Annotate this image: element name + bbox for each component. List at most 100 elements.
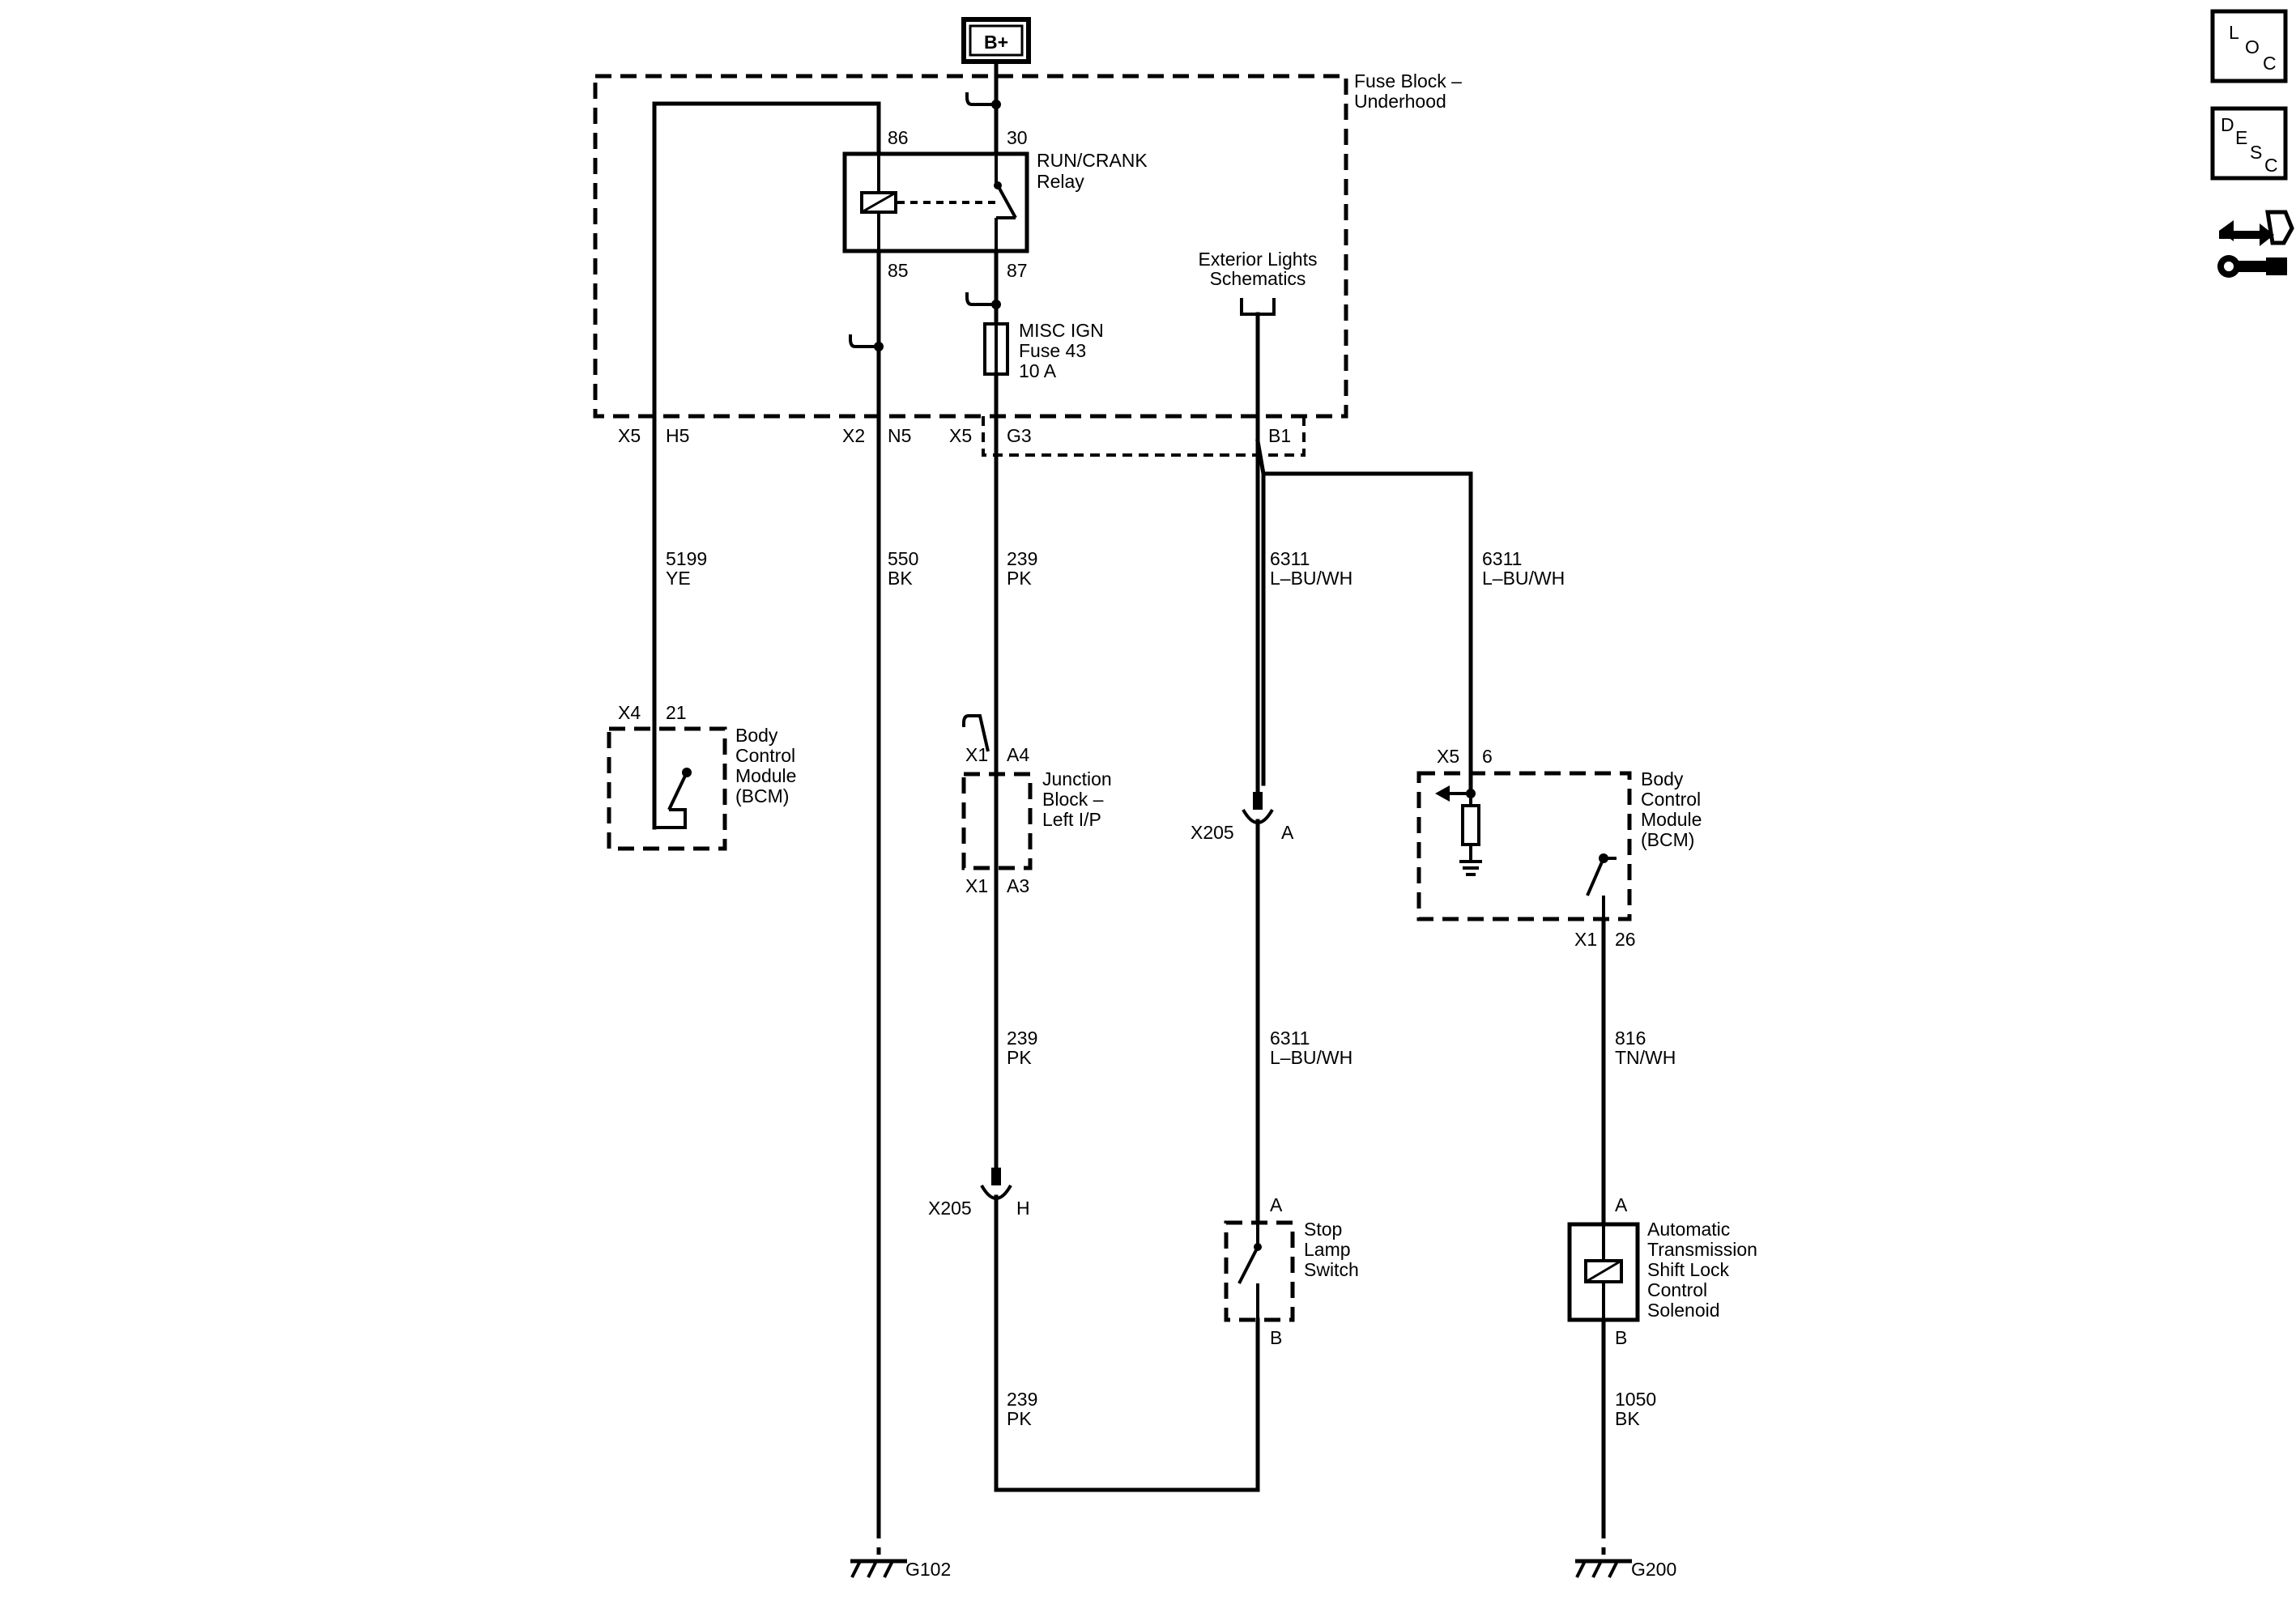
bcm-right-top-pin: 6: [1482, 746, 1493, 767]
solenoid-pin-a: A: [1615, 1194, 1628, 1215]
solenoid-coil-icon: [1584, 1224, 1623, 1320]
fuse-block-title-2: Underhood: [1354, 91, 1446, 112]
solenoid-name-4: Control: [1647, 1279, 1707, 1300]
relay-pin-30: 30: [1007, 127, 1028, 148]
bcm-right-outline: [1416, 771, 1632, 921]
fuse-block-outline: [593, 74, 1348, 419]
conn-x5-h5-conn: X5: [618, 425, 641, 446]
stop-lamp-pin-a: A: [1270, 1194, 1283, 1215]
fuse-block-title-1: Fuse Block –: [1354, 70, 1462, 91]
battery-positive-terminal: B+: [961, 17, 1031, 64]
x205-h-conn: X205: [928, 1198, 972, 1219]
inline-connector-x205-a-icon: [1242, 792, 1274, 824]
junction-name-2: Block –: [1042, 789, 1104, 810]
stop-lamp-name-3: Switch: [1304, 1259, 1359, 1280]
stop-lamp-switch-icon: [1237, 1223, 1262, 1320]
stop-lamp-name-1: Stop: [1304, 1219, 1342, 1240]
bcm-left-name-3: Module: [735, 765, 796, 786]
bcm-right-top-conn: X5: [1437, 746, 1459, 767]
fuse-line-1: MISC IGN: [1019, 320, 1104, 341]
bcm-left-name-4: (BCM): [735, 785, 789, 806]
relay-pin-86: 86: [888, 127, 909, 148]
svg-text:L: L: [2229, 22, 2239, 43]
relay-pin-85: 85: [888, 260, 909, 281]
wire-6311-left-top-color: L–BU/WH: [1270, 568, 1352, 589]
fuse-line-3: 10 A: [1019, 360, 1057, 381]
relay-name-1: RUN/CRANK: [1037, 150, 1148, 171]
bcm-right-switch-icon: [1586, 853, 1617, 919]
bcm-right-input-icon: [1435, 785, 1480, 862]
wire-6311-left-top-circuit: 6311: [1270, 548, 1310, 569]
bcm-left-pin: 21: [666, 702, 687, 723]
stop-lamp-name-2: Lamp: [1304, 1239, 1351, 1260]
fuse-line-2: Fuse 43: [1019, 340, 1086, 361]
chassis-ground-icon: [1575, 1559, 1632, 1578]
repair-procedure-icon[interactable]: [2217, 210, 2294, 278]
wire-6311-right-circuit: 6311: [1482, 548, 1522, 569]
chassis-ground-icon: [850, 1559, 907, 1578]
bcm-right-name-4: (BCM): [1641, 829, 1694, 850]
wire-6311-right-color: L–BU/WH: [1482, 568, 1565, 589]
power-label: B+: [984, 32, 1008, 53]
ground-g102: G102: [905, 1559, 951, 1580]
branch-hook-icon: [962, 714, 990, 752]
bcm-right-bottom-pin: 26: [1615, 929, 1636, 950]
fuse-block-connector-lip: [982, 416, 1306, 457]
branch-hook-icon: [965, 92, 1001, 109]
exterior-lights-ref-2: Schematics: [1210, 268, 1306, 289]
wire-816-color: TN/WH: [1615, 1047, 1676, 1068]
bcm-right-name-3: Module: [1641, 809, 1702, 830]
solenoid-name-3: Shift Lock: [1647, 1259, 1729, 1280]
svg-text:E: E: [2235, 127, 2247, 148]
relay-pin-87: 87: [1007, 260, 1028, 281]
svg-text:D: D: [2221, 114, 2234, 135]
ground-icon: [1459, 860, 1482, 876]
x205-a-conn: X205: [1191, 822, 1234, 843]
wire-239-top-circuit: 239: [1007, 548, 1037, 569]
stop-lamp-pin-b: B: [1270, 1327, 1282, 1348]
wire-816-circuit: 816: [1615, 1028, 1646, 1049]
bcm-right-name-2: Control: [1641, 789, 1701, 810]
bcm-left-switch-icon: [654, 768, 692, 829]
relay-name-2: Relay: [1037, 171, 1084, 192]
solenoid-name-5: Solenoid: [1647, 1300, 1720, 1321]
junction-name-3: Left I/P: [1042, 809, 1101, 830]
svg-text:C: C: [2264, 155, 2278, 176]
conn-x5-g3-pin: G3: [1007, 425, 1032, 446]
description-icon[interactable]: D E S C: [2210, 106, 2288, 181]
wire-550-color: BK: [888, 568, 913, 589]
wire-1050-circuit: 1050: [1615, 1389, 1656, 1410]
wire-1050-color: BK: [1615, 1408, 1640, 1429]
exterior-lights-bracket: [1240, 298, 1276, 316]
conn-x2-n5-conn: X2: [842, 425, 865, 446]
x205-h-pin: H: [1016, 1198, 1030, 1219]
branch-hook-icon: [849, 334, 884, 351]
location-icon[interactable]: L O C: [2210, 9, 2288, 83]
bcm-right-name-1: Body: [1641, 768, 1684, 789]
junction-block-outline: [961, 772, 1033, 870]
wire-239-top-color: PK: [1007, 568, 1032, 589]
bcm-left-outline: [607, 726, 727, 851]
solenoid-name-1: Automatic: [1647, 1219, 1730, 1240]
solenoid-pin-b: B: [1615, 1327, 1627, 1348]
bcm-left-name-1: Body: [735, 725, 778, 746]
junction-top-pin: A4: [1007, 744, 1029, 765]
bcm-right-bottom-conn: X1: [1574, 929, 1597, 950]
svg-text:C: C: [2263, 53, 2277, 74]
wire-239-mid-color: PK: [1007, 1047, 1032, 1068]
ground-g200: G200: [1631, 1559, 1676, 1580]
conn-x2-n5-pin: N5: [888, 425, 911, 446]
bcm-left-name-2: Control: [735, 745, 795, 766]
exterior-lights-ref-1: Exterior Lights: [1198, 249, 1317, 270]
wire-5199-circuit: 5199: [666, 548, 707, 569]
conn-x5-h5-pin: H5: [666, 425, 689, 446]
inline-connector-x205-h-icon: [980, 1168, 1012, 1200]
junction-name-1: Junction: [1042, 768, 1112, 789]
bcm-left-conn: X4: [618, 702, 641, 723]
junction-bottom-conn: X1: [965, 875, 988, 896]
conn-x5-g3-conn: X5: [949, 425, 972, 446]
wire-550-circuit: 550: [888, 548, 918, 569]
wire-239-bot-circuit: 239: [1007, 1389, 1037, 1410]
relay-coil-icon: [860, 191, 897, 214]
